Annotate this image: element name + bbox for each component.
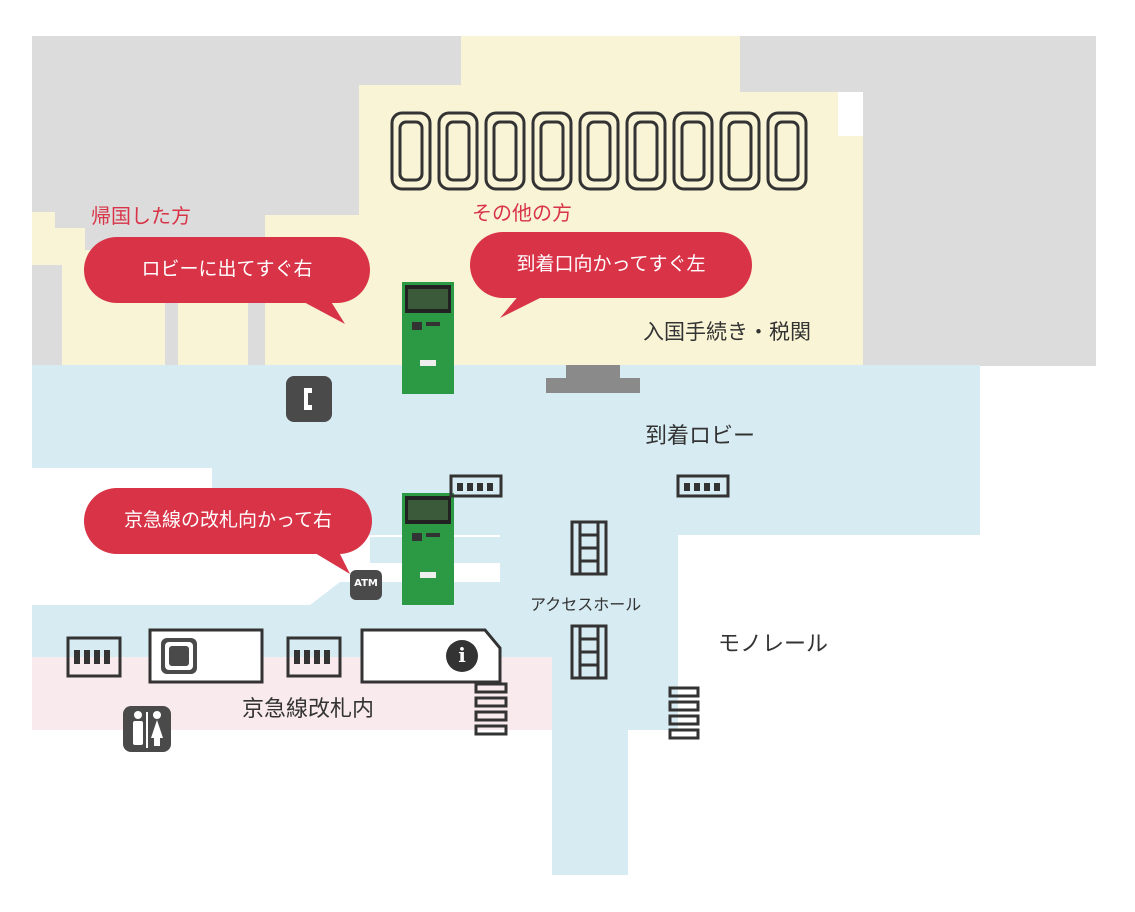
label-immigration: 入国手続き・税関 <box>643 320 811 344</box>
phone-icon <box>286 376 332 422</box>
label-arrival-lobby: 到着ロビー <box>645 424 756 449</box>
currency-exchange-machine-top <box>402 282 454 394</box>
atm-icon <box>350 570 382 600</box>
bubble-text-keikyu-right: 京急線の改札向かって右 <box>123 509 333 531</box>
arrival-exit <box>546 365 640 393</box>
bubble-text-lobby-right: ロビーに出てすぐ右 <box>141 258 313 280</box>
label-returning: 帰国した方 <box>91 204 191 228</box>
info-icon: i <box>458 643 466 667</box>
stairs-icons <box>474 682 700 740</box>
bubble-keikyu-right <box>84 488 372 574</box>
label-access-hall: アクセスホール <box>530 595 642 614</box>
immigration-gates <box>390 111 808 191</box>
atm-label: ATM <box>354 578 378 589</box>
ticket-gate-bars <box>74 483 720 664</box>
bubble-text-arrival-left: 到着口向かってすぐ左 <box>516 253 706 275</box>
label-monorail: モノレール <box>718 632 829 657</box>
label-others: その他の方 <box>472 201 572 225</box>
restroom-block <box>148 628 264 684</box>
ticket-gate-icons <box>66 474 730 678</box>
restroom-icon <box>123 706 171 752</box>
white-notch <box>838 92 863 136</box>
bubble-lobby-right <box>84 237 370 324</box>
label-keikyu-gate-inside: 京急線改札内 <box>242 697 375 722</box>
bubble-arrival-left <box>470 232 752 318</box>
arrival-lobby-area <box>32 365 980 875</box>
currency-exchange-machine-bottom <box>402 493 454 605</box>
escalator-icons <box>570 520 608 680</box>
info-counter <box>360 628 502 684</box>
